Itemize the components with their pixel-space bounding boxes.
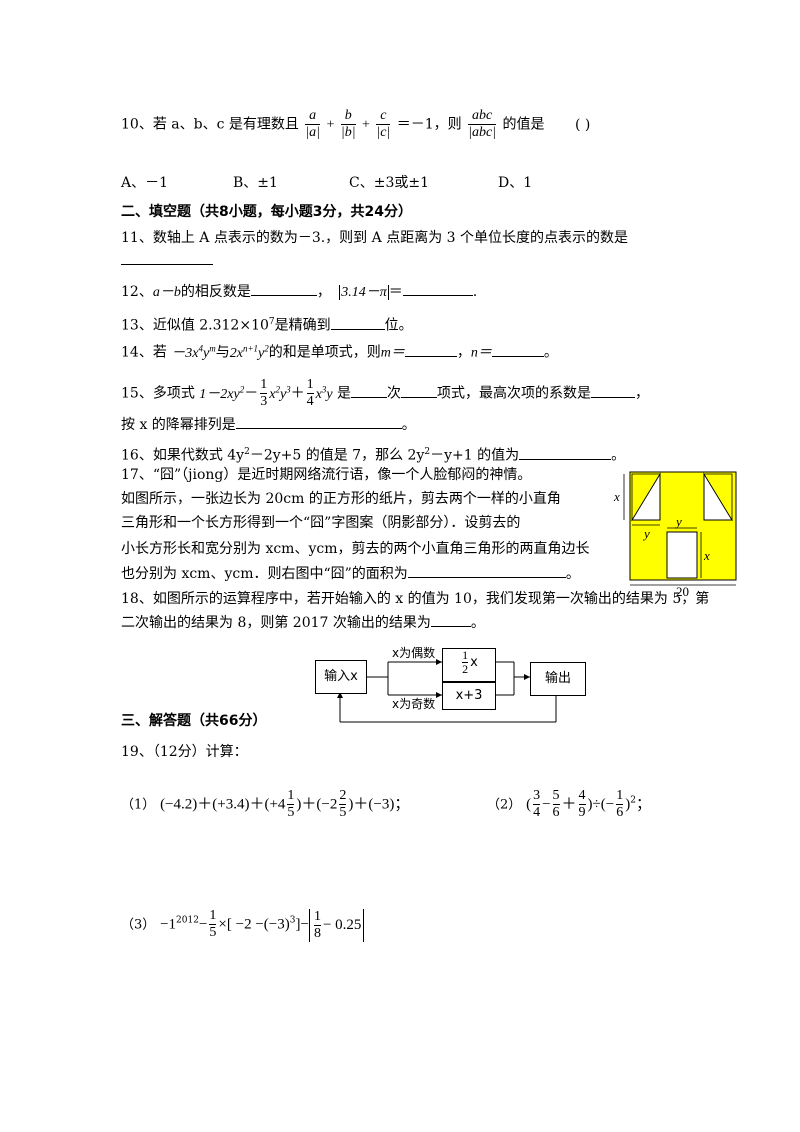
q15-degree-blank: [351, 385, 388, 398]
q11-answer-blank: [121, 252, 213, 265]
section-2-title: 二、填空题（共8小题，每小题3分，共24分）: [121, 204, 412, 220]
q18-blank: [430, 614, 471, 627]
flow-input-box: 输入x: [315, 660, 367, 694]
q10-prefix: 10、若 a、b、c 是有理数且: [121, 116, 299, 133]
question-11: 11、数轴上 A 点表示的数为－3.，则到 A 点距离为 3 个单位长度的点表示…: [121, 230, 628, 246]
q10-suffix: 的值是: [502, 116, 545, 133]
q15-coef-blank: [591, 385, 636, 398]
figure-label-y-top: y: [674, 514, 682, 529]
q10-answer-paren: ( ): [575, 117, 591, 133]
figure-label-20: 20: [676, 584, 689, 598]
figure-label-y-left: y: [642, 526, 650, 541]
question-19-title: 19、（12分）计算：: [121, 744, 248, 760]
figure-label-x-left: x: [613, 489, 620, 504]
question-17-line-5: 也分别为 xcm、ycm．则右图中“囧”的面积为。: [121, 565, 580, 582]
center-rectangle-cut: [666, 531, 698, 579]
question-17-line-3: 三角形和一个长方形得到一个“囧”字图案（阴影部分）．设剪去的: [121, 515, 521, 531]
q15-order-blank: [235, 416, 402, 429]
q10-frac-a: a|a|: [305, 108, 321, 140]
question-17-line-1: 17、“囧”（jiong）是近时期网络流行语，像一个人脸郁闷的神情。: [121, 467, 532, 483]
question-14: 14、若 －3x4ym与2xn+1y2的和是单项式，则m＝，n＝。: [121, 343, 558, 361]
question-18-line-1: 18、如图所示的运算程序中，若开始输入的 x 的值为 10，我们发现第一次输出的…: [121, 591, 710, 607]
section-3-title: 三、解答题（共66分）: [121, 713, 267, 729]
q15-terms-blank: [401, 385, 438, 398]
question-13: 13、近似值 2.312×107是精确到位。: [121, 317, 413, 334]
q14-n-blank: [491, 344, 544, 357]
question-10: 10、若 a、b、c 是有理数且 a|a| + b|b| + c|c| ＝－1，…: [121, 108, 545, 140]
q12-abs-expr: 3.14－π: [339, 285, 389, 300]
q12-blank-2: [402, 283, 473, 296]
q12-blank-1: [250, 283, 317, 296]
q10-option-b: B、±1: [233, 175, 278, 191]
figure-label-x-right: x: [703, 548, 710, 563]
question-16: 16、如果代数式 4y2－2y+5 的值是 7，那么 2y2－y+1 的值为。: [121, 447, 626, 464]
q10-equals: ＝－1，则: [396, 116, 462, 133]
question-12: 12、a－b的相反数是， 3.14－π＝.: [121, 283, 478, 300]
flow-plus3-box: x+3: [442, 682, 496, 710]
q10-option-d: D、1: [498, 175, 533, 191]
q10-target-frac: abc|abc|: [468, 108, 497, 140]
q17-area-blank: [407, 565, 566, 578]
q10-option-c: C、±3或±1: [349, 175, 429, 191]
q10-frac-b: b|b|: [340, 108, 356, 140]
flowchart-lines: [337, 659, 557, 723]
jiong-figure: x y y x 20: [613, 471, 737, 598]
question-15-line-2: 按 x 的降幂排列是。: [121, 416, 416, 433]
question-18-line-2: 二次输出的结果为 8，则第 2017 次输出的结果为。: [121, 614, 485, 631]
question-17-line-4: 小长方形长和宽分别为 xcm、ycm，剪去的两个小直角三角形的两直角边长: [121, 541, 590, 557]
flow-odd-label: x为奇数: [392, 697, 436, 711]
question-17-line-2: 如图所示，一张边长为 20cm 的正方形的纸片，剪去两个一样的小直角: [121, 491, 561, 507]
q13-blank: [330, 317, 385, 330]
flow-even-label: x为偶数: [392, 646, 436, 660]
q14-m-blank: [404, 344, 457, 357]
q16-blank: [519, 447, 612, 460]
q10-option-a: A、－1: [121, 175, 169, 191]
flow-output-box: 输出: [530, 662, 586, 696]
q10-frac-c: c|c|: [376, 108, 391, 140]
